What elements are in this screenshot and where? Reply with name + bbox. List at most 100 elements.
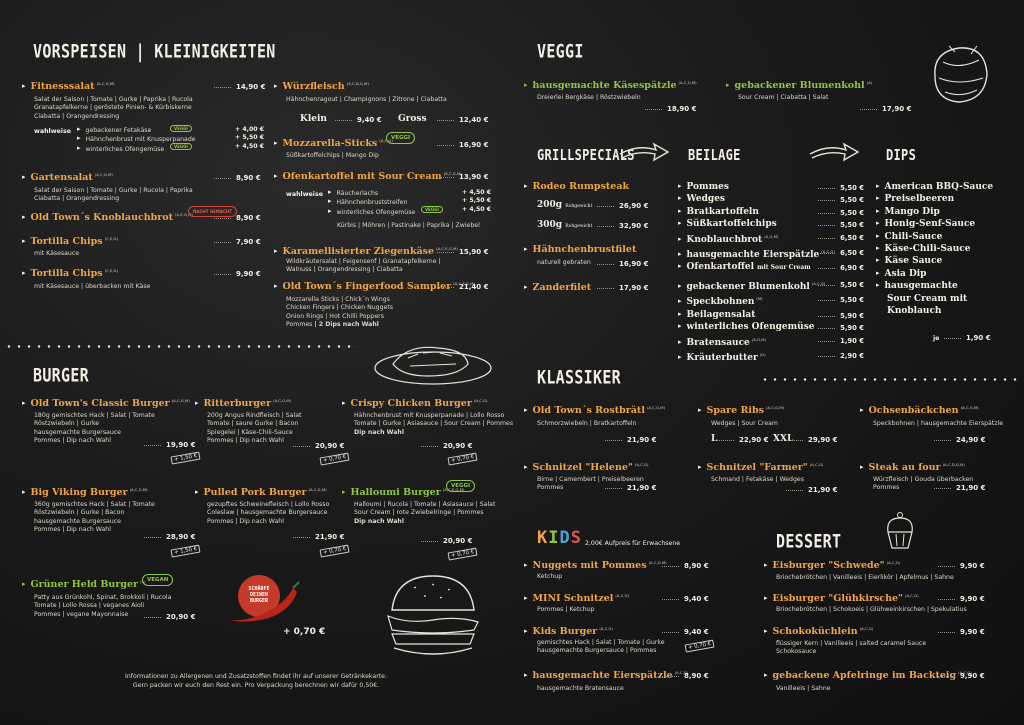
price-schnitzel-helene: 21,90 € [605,484,656,492]
item-ritterburger: ▸Ritterburger(A,C,G,M) [195,398,292,410]
section-title-grillspecials: GRILLSPECIALS [537,146,635,164]
item-steak-au-four: ▸Steak au four(A,C,D,G,M) [860,462,965,474]
price-halloumi-burger: 20,90 € [421,537,472,545]
desc-kids-burger: gemischtes Hack | Salat | Tomate | Gurke… [537,639,665,655]
item-eisburger-gluehkirsche: ▸Eisburger "Glühkirsche"(A,C,G) [764,593,919,605]
price-rostbraetl: 21,90 € [605,436,656,444]
item-fitnesssalat: ▸Fitnesssalat(A,C,G,M) [22,81,115,93]
price-knoblauchbrot: 8,90 € [214,214,261,222]
footer-note: Informationen zu Allergenen und Zusatzst… [125,673,387,689]
dip-row: ▸hausgemachte [876,280,958,292]
price-fitnesssalat: 14,90 € [214,83,265,91]
veggi-badge: VEGGI [170,143,192,150]
price-mozzarella-sticks: 16,90 € [437,141,488,149]
wrap-illustration [934,45,988,103]
desc-rostbraetl: Schmorzwiebeln | Bratkartoffeln [537,420,637,427]
upgrade-price: + 0,70 € [447,547,478,561]
section-title-dessert: DESSERT [776,530,842,553]
desc-gartensalat: Salat der Saison | Tomate | Gurke | Ruco… [34,187,193,203]
desc-nuggets: Ketchup [537,573,563,580]
arrow-icon [809,142,860,162]
dip-row: Sour Cream mit [887,293,968,304]
price-eisburger-gluehkirsche: 9,90 € [938,595,985,603]
price-tortilla-chips-1: 7,90 € [214,238,261,246]
price-crispy-chicken-burger: 20,90 € [421,442,472,450]
desc-blumenkohl: Sour Cream | Ciabatta | Salat [738,94,829,101]
size-300g: 300g Rohgewicht [537,220,593,230]
dip-row: ▸Preiselbeeren [876,193,955,205]
price-spare-ribs-xxl: 29,90 € [786,436,837,444]
item-pulled-pork-burger: ▸Pulled Pork Burger(A,C,G,M) [195,487,327,499]
item-mini-schnitzel: ▸MINI Schnitzel(A,C,G) [524,593,629,605]
price-fingerfood-sampler: 21,40 € [437,283,488,291]
options-ofenkartoffel: ▸Räucherlachs ▸Hähnchenbruststreifen ▸wi… [328,188,416,216]
item-gruener-held-burger: ▸Grüner Held Burger(A) [22,579,146,591]
item-tortilla-chips-2: ▸Tortilla Chips(C,E,G) [22,268,118,280]
desc-tortilla-chips-2: mit Käsesauce | überbacken mit Käse [34,283,151,290]
dip-row: ▸American BBQ-Sauce [876,181,994,192]
section-title-vorspeisen: VORSPEISEN | KLEINIGKEITEN [33,40,276,63]
desc-fitnesssalat: Salat der Saison | Tomate | Gurke | Papr… [34,96,193,120]
dip-row: ▸Chili-Sauce [876,230,943,242]
desc-spare-ribs: Wedges | Sour Cream [711,420,778,427]
section-title-veggi: VEGGI [537,40,584,63]
price-blumenkohl: 17,90 € [860,105,911,113]
item-schokokuechlein: ▸Schokoküchlein(A,C,G) [764,626,874,638]
section-title-klassiker: KLASSIKER [537,366,621,389]
item-big-viking-burger: ▸Big Viking Burger(A,C,G,M) [22,487,148,499]
item-ziegenkaese: ▸Karamellisierter Ziegenkäse(A,C,E,G,M) [274,246,458,258]
price-ritterburger: 20,90 € [293,442,344,450]
upgrade-price: + 0,70 € [319,452,350,466]
item-kids-burger: ▸Kids Burger(A,C,G) [524,626,613,638]
item-blumenkohl: ▸gebackener Blumenkohl(A) [726,80,873,92]
options-prices-fitnesssalat: + 4,00 €+ 5,50 €+ 4,50 € [235,126,265,150]
dip-row: ▸Asia Dip [876,267,927,279]
price-klein: 9,40 € [335,116,382,124]
veggi-badge: VEGGI [446,480,476,492]
size-l: L [711,434,718,444]
price-haehnchenbrustfilet: 16,90 € [597,260,648,268]
beilage-row: ▸Kräuterbutter(G)2,90 € [678,352,864,364]
hausgemacht-badge: NACHT GEMACHT [188,206,237,217]
steak-illustration [374,346,492,385]
vegan-badge: VEGAN [142,574,174,586]
upgrade-price: + 0,70 € [684,639,715,653]
price-200g: 26,90 € [597,202,648,210]
dip-row: Knoblauch [887,306,942,317]
price-gruener-held-burger: 20,90 € [144,613,195,621]
size-xxl: XXL [773,434,794,444]
item-nuggets: ▸Nuggets mit Pommes(A,C,G,M) [524,560,667,572]
item-crispy-chicken-burger: ▸Crispy Chicken Burger(A,C,G) [342,398,488,410]
price-ochsenbaeckchen: 24,90 € [934,436,985,444]
upgrade-price: + 1,50 € [170,451,201,465]
price-300g: 32,90 € [597,222,648,230]
desc-schnitzel-farmer: Schmand | Fetakäse | Wedges [711,476,804,483]
section-title-kids: KIDS [537,528,582,548]
price-steak-au-four: 21,90 € [934,484,985,492]
item-rodeo-rumpsteak: ▸Rodeo Rumpsteak [524,181,630,192]
beilage-row: ▸hausgemachte Eierspätzle(A,C,G)6,50 € [678,249,864,261]
desc-haehnchenbrustfilet: naturell gebraten [537,259,591,266]
desc-tortilla-chips-1: mit Käsesauce [34,250,80,257]
price-ofenkartoffel: 13,90 € [437,173,488,181]
item-mozzarella-sticks: ▸Mozzarella-Sticks(A,C,G) [274,138,393,150]
price-eisburger-schwede: 9,90 € [938,562,985,570]
beilage-row: ▸Bratensauce(A,G,M)1,90 € [678,336,864,348]
upgrade-price: + 1,50 € [170,544,201,558]
label-wahlweise: wahlweise [34,128,71,135]
options-prices-ofenkartoffel: + 4,50 €+ 5,50 €+ 4,50 € [462,189,492,213]
price-gross: 12,40 € [437,116,488,124]
desc-ochsenbaeckchen: Speckbohnen | hausgemachte Eierspätzle [873,420,1004,427]
desc-ofengemuese: Kürbis | Möhren | Pastinake | Paprika | … [337,222,480,229]
desc-halloumi-burger: Halloumi | Rucola | Tomate | Asiasauce |… [354,501,496,525]
